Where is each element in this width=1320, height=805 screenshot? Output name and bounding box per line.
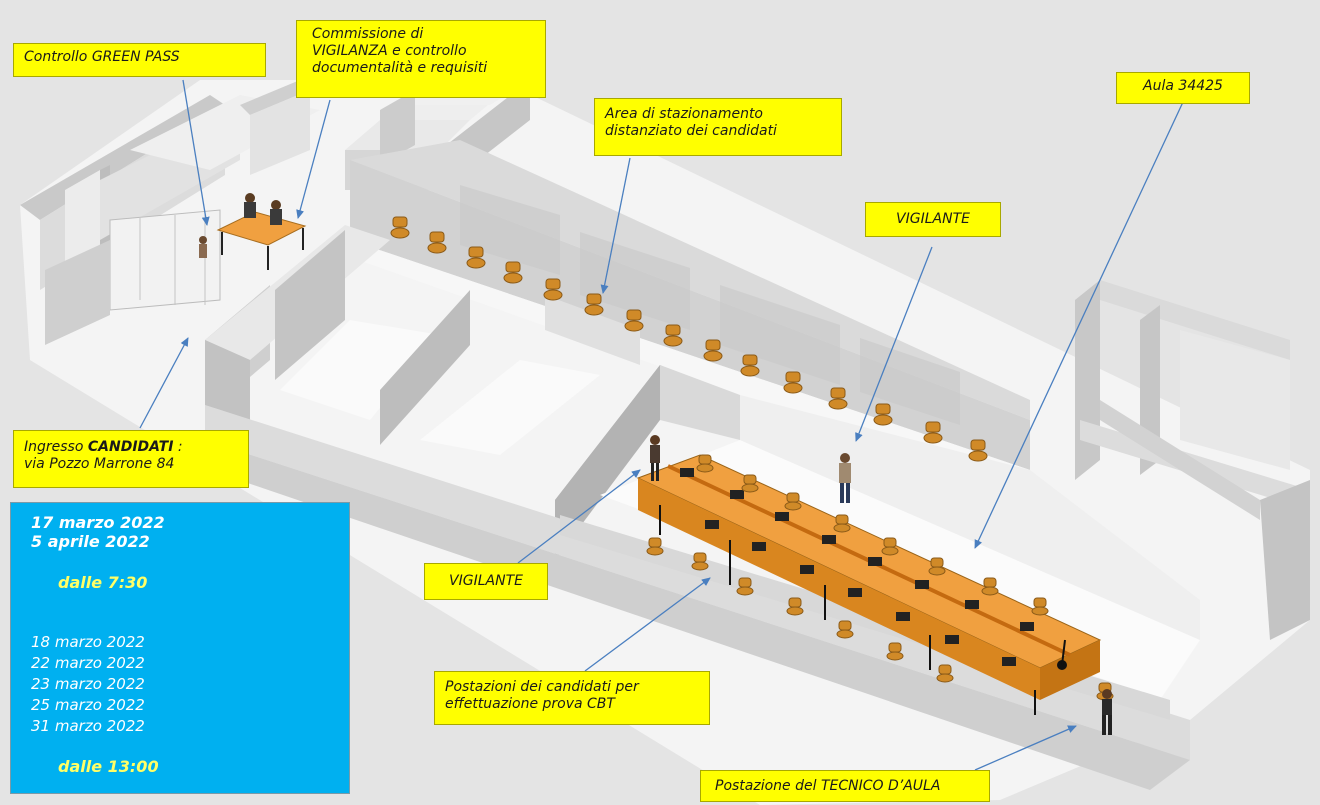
right-rooms bbox=[1075, 280, 1310, 640]
callout-tecnico-text: Postazione del TECNICO D’AULA bbox=[715, 778, 941, 794]
callout-postazioni-line1: Postazioni dei candidati per bbox=[445, 679, 639, 695]
arrow-area bbox=[600, 157, 631, 294]
callout-area-line1: Area di stazionamento bbox=[605, 106, 763, 122]
commission-table bbox=[199, 193, 307, 270]
arrow-tecnico bbox=[974, 725, 1077, 771]
entrance-area bbox=[20, 80, 320, 415]
callout-area-line2: distanziato dei candidati bbox=[605, 123, 777, 139]
callout-postazioni: Postazioni dei candidati per effettuazio… bbox=[434, 671, 710, 725]
arrow-aula bbox=[974, 101, 1184, 549]
schedule-date: 23 marzo 2022 bbox=[31, 675, 145, 693]
people bbox=[650, 435, 1112, 735]
callout-aula-text: Aula 34425 bbox=[1143, 78, 1223, 94]
arrow-green-pass bbox=[182, 79, 210, 226]
callout-area-stazionamento: Area di stazionamento distanziato dei ca… bbox=[594, 98, 842, 156]
callout-postazioni-line2: effettuazione prova CBT bbox=[445, 696, 615, 712]
callout-commissione-line2: VIGILANZA e controllo bbox=[312, 43, 467, 59]
schedule-date: 25 marzo 2022 bbox=[31, 696, 145, 714]
workstation-chairs bbox=[646, 454, 1114, 701]
schedule-date: 5 aprile 2022 bbox=[31, 532, 150, 551]
arrow-postazioni bbox=[584, 577, 711, 672]
corridor-chairs bbox=[390, 216, 988, 462]
arrow-vigilante-top bbox=[855, 246, 933, 442]
schedule-date: 17 marzo 2022 bbox=[31, 513, 165, 532]
callout-commissione-line3: documentalità e requisiti bbox=[312, 60, 488, 76]
callout-ingresso-bold: CANDIDATI bbox=[87, 439, 174, 455]
schedule-time-morning: dalle 7:30 bbox=[58, 573, 148, 592]
callout-ingresso-line2: via Pozzo Marrone 84 bbox=[24, 456, 175, 472]
callout-ingresso: Ingresso CANDIDATI : via Pozzo Marrone 8… bbox=[13, 430, 249, 488]
callout-green-pass-text: Controllo GREEN PASS bbox=[24, 49, 180, 65]
schedule-time-afternoon: dalle 13:00 bbox=[58, 757, 159, 776]
callout-aula: Aula 34425 bbox=[1116, 72, 1250, 104]
callout-green-pass: Controllo GREEN PASS bbox=[13, 43, 266, 77]
callout-commissione-line1: Commissione di bbox=[312, 26, 424, 42]
callout-arrows bbox=[139, 79, 1184, 771]
callout-vigilante-top-text: VIGILANTE bbox=[896, 211, 970, 227]
callout-commissione: Commissione di VIGILANZA e controllo doc… bbox=[296, 20, 546, 98]
schedule-box: 17 marzo 2022 5 aprile 2022 dalle 7:30 1… bbox=[10, 502, 350, 794]
callout-vigilante-top: VIGILANTE bbox=[865, 202, 1001, 237]
callout-tecnico: Postazione del TECNICO D’AULA bbox=[700, 770, 990, 802]
arrow-ingresso bbox=[139, 337, 189, 429]
schedule-date: 31 marzo 2022 bbox=[31, 717, 145, 735]
callout-vigilante-mid-text: VIGILANTE bbox=[449, 573, 523, 589]
callout-ingresso-line1: Ingresso CANDIDATI : bbox=[24, 439, 183, 455]
schedule-date: 22 marzo 2022 bbox=[31, 654, 145, 672]
callout-vigilante-mid: VIGILANTE bbox=[424, 563, 548, 600]
schedule-date: 18 marzo 2022 bbox=[31, 633, 145, 651]
middle-rooms bbox=[205, 225, 740, 560]
arrow-vigilante-mid bbox=[517, 469, 641, 564]
arrow-commissione bbox=[296, 99, 331, 219]
cbt-workstations bbox=[636, 454, 1102, 715]
